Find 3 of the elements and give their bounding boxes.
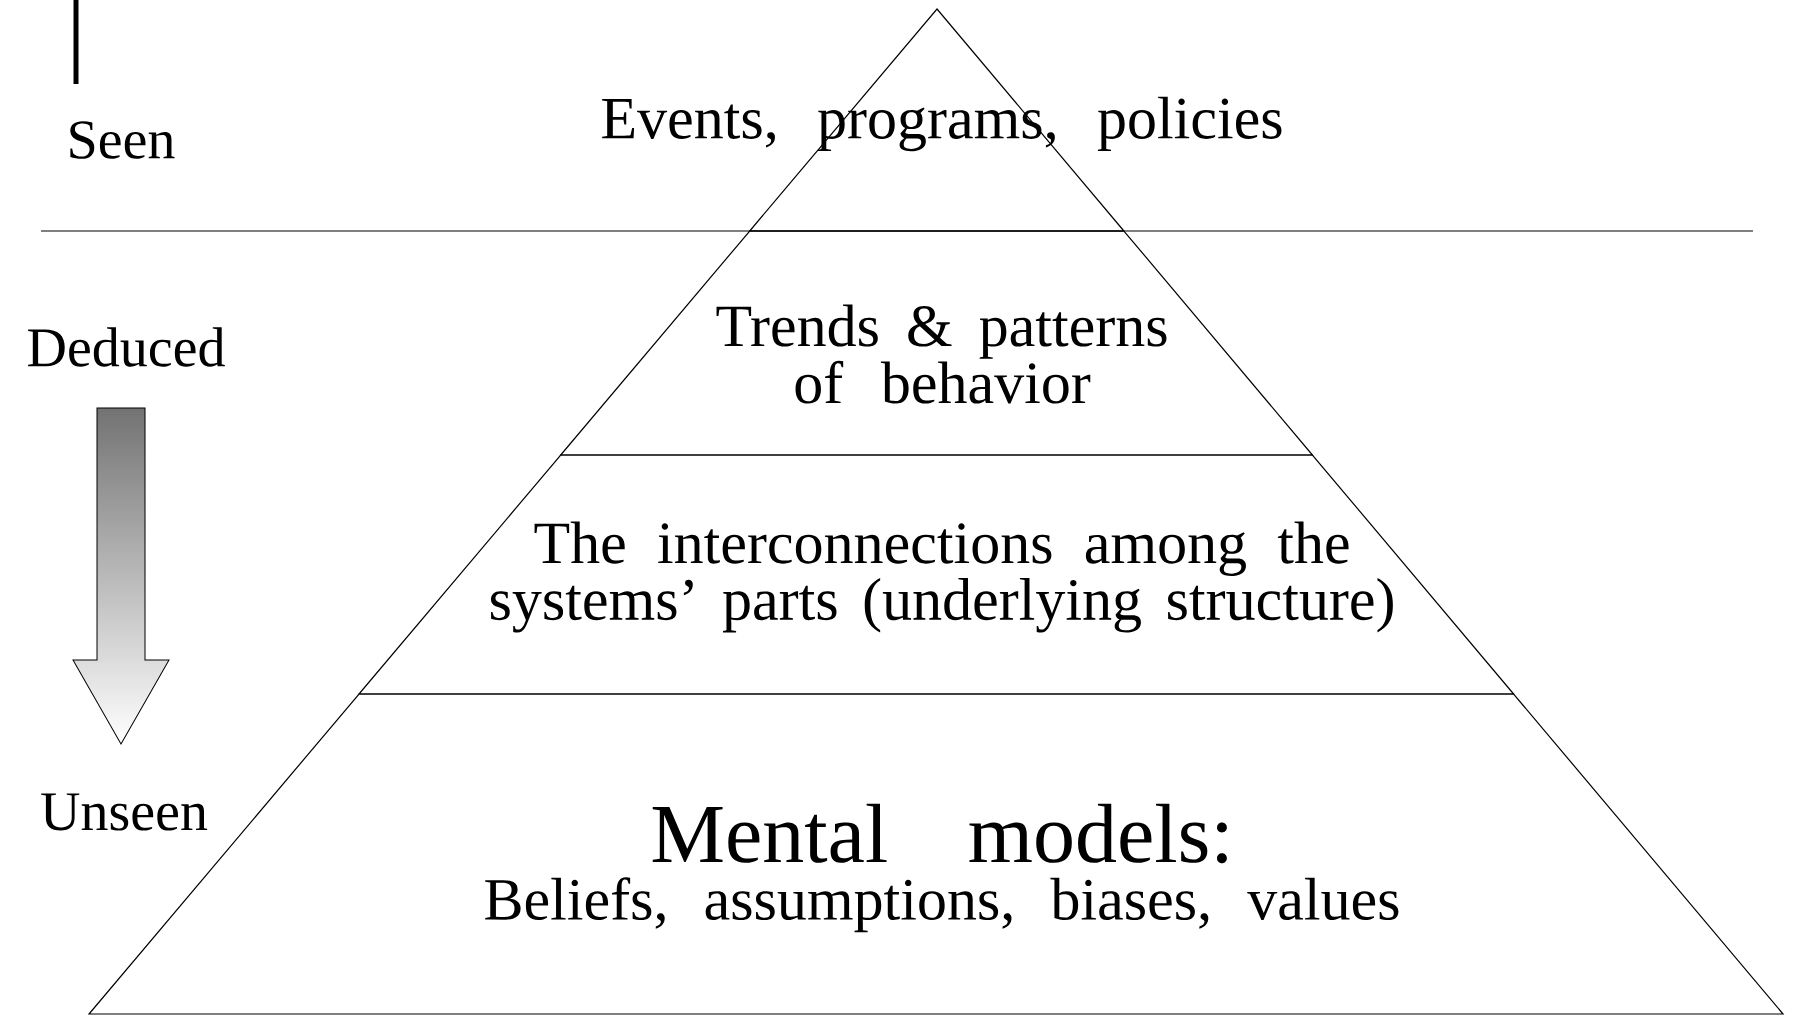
level-label: Unseen: [41, 793, 208, 831]
level-label: Seen: [70, 121, 175, 159]
level-label: Deduced: [28, 327, 225, 367]
